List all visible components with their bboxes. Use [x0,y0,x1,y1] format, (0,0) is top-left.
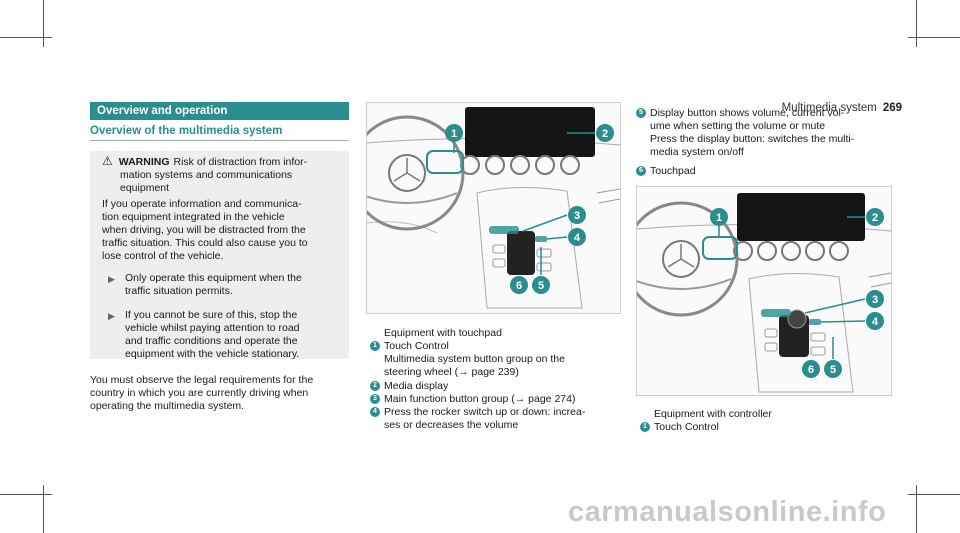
crop-mark [916,0,917,47]
crop-mark [916,485,917,533]
legend-line: Press the rocker switch up or down: incr… [384,406,586,418]
warning-body-line: traffic situation. This could also cause… [102,237,308,249]
callout-marker: 1 [710,208,728,226]
warning-bullet: If you cannot be sure of this, stop the … [125,309,345,361]
note-line: You must observe the legal requirements … [90,374,314,386]
callout-marker: 5 [824,360,842,378]
callout-marker: 5 [532,276,550,294]
crop-mark [0,37,52,38]
legend-number: 1 [640,422,650,432]
warning-line: Risk of distraction from infor- [173,156,308,168]
bullet-arrow-icon: ▶ [108,311,115,321]
figure-controller: 1 2 3 4 6 5 [636,186,892,396]
bullet-line: If you cannot be sure of this, stop the [125,309,298,321]
note-line: operating the multimedia system. [90,400,245,412]
warning-label: WARNING [118,156,170,168]
legend-line: Main function button group (→ page 274) [384,393,576,405]
note-line: country in which you are currently drivi… [90,387,309,399]
callout-marker: 2 [866,208,884,226]
warning-triangle-icon: ⚠ [102,154,113,168]
legend-line: Press the display button: switches the m… [650,133,855,145]
bullet-arrow-icon: ▶ [108,274,115,284]
bullet-line: vehicle whilst paying attention to road [125,322,300,334]
legend-line: Multimedia system button group on the [384,353,565,365]
callout-label: 3 [872,294,878,306]
callout-label: 3 [574,210,580,222]
bullet-line: traffic situation permits. [125,285,233,297]
warning-line: mation systems and communications [120,169,293,181]
callout-label: 1 [451,128,457,140]
crop-mark [43,485,44,533]
bullet-line: Only operate this equipment when the [125,272,302,284]
crop-mark [43,0,44,47]
watermark: carmanualsonline.info [568,496,887,528]
legend-line: Touch Control [384,340,449,352]
callout-marker: 6 [802,360,820,378]
bullet-line: and traffic conditions and operate the [125,335,298,347]
legend-number: 5 [636,108,646,118]
callout-marker: 2 [596,124,614,142]
cockpit-illustration: 1 2 3 4 6 5 [637,187,891,395]
running-header: Multimedia system 269 [782,102,902,114]
legend-line: Touchpad [650,165,696,177]
legend-line: ume when setting the volume or mute [650,120,826,132]
legend-line: Display button shows volume, current vol… [650,107,845,119]
figure-caption: Equipment with controller [654,408,772,420]
legend-item: 2 Media display [370,380,624,393]
legend-item: 4 Press the rocker switch up or down: in… [370,406,624,432]
warning-body-line: when driving, you will be distracted fro… [102,224,306,236]
section-title: Overview and operation [90,102,349,120]
figure-touchpad: 1 2 3 4 6 5 [366,102,621,314]
legend-line: media system on/off [650,146,744,158]
callout-marker: 3 [568,206,586,224]
warning-line: equipment [120,182,170,194]
callout-marker: 4 [568,228,586,246]
crop-mark [908,37,960,38]
warning-body: If you operate information and communica… [102,198,342,263]
note-paragraph: You must observe the legal requirements … [90,374,350,413]
callout-label: 5 [538,280,544,292]
legend-item: 6 Touchpad [636,165,900,178]
crop-mark [0,494,52,495]
legend-line: ses or decreases the volume [384,419,519,431]
bullet-line: equipment with the vehicle stationary. [125,348,300,360]
legend-item: 1 Touch Control [640,421,894,434]
callout-label: 5 [830,364,836,376]
legend-item: 3 Main function button group (→ page 274… [370,393,624,406]
crop-mark [908,494,960,495]
legend-line: steering wheel (→ page 239) [384,366,519,378]
legend-number: 1 [370,341,380,351]
figure-caption: Equipment with touchpad [384,327,502,339]
warning-body-line: tion equipment integrated in the vehicle [102,211,285,223]
callout-marker: 3 [866,290,884,308]
callout-marker: 6 [510,276,528,294]
legend-item: 1 Touch Control Multimedia system button… [370,340,624,379]
callout-label: 1 [716,212,722,224]
warning-body-line: If you operate information and communica… [102,198,302,210]
legend-number: 4 [370,407,380,417]
page-number: 269 [882,102,902,114]
section-subtitle: Overview of the multimedia system [90,125,349,141]
legend-item: 5 Display button shows volume, current v… [636,107,900,159]
callout-label: 4 [574,232,581,244]
cockpit-illustration: 1 2 3 4 6 5 [367,103,620,313]
callout-label: 4 [872,316,879,328]
callout-marker: 4 [866,312,884,330]
callout-label: 6 [808,364,814,376]
legend-number: 3 [370,394,380,404]
legend-line: Media display [384,380,449,392]
callout-label: 6 [516,280,522,292]
header-title: Multimedia system [781,102,877,114]
warning-bullet: Only operate this equipment when the tra… [125,272,345,298]
callout-marker: 1 [445,124,463,142]
legend-number: 6 [636,166,646,176]
legend-number: 2 [370,381,380,391]
callout-label: 2 [872,212,878,224]
callout-label: 2 [602,128,608,140]
warning-body-line: lose control of the vehicle. [102,250,224,262]
legend-line: Touch Control [654,421,719,433]
warning-box [90,151,349,359]
